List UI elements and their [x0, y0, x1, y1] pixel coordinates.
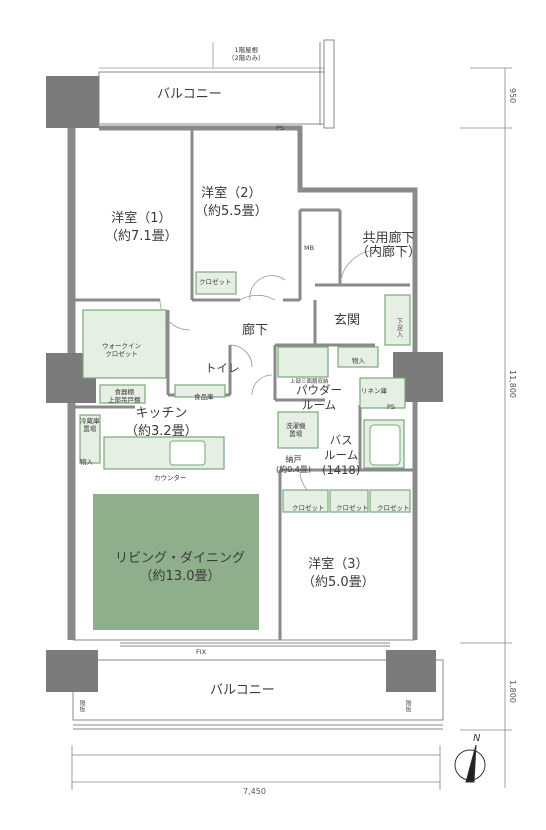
powder-line1: パウダー	[296, 383, 342, 397]
living-label: リビング・ダイニング （約13.0畳）	[115, 550, 245, 586]
storage-k-label: 物入	[80, 458, 93, 466]
pillar-bottom-right	[386, 650, 436, 692]
fridge-line1: 冷蔵庫	[80, 417, 100, 425]
balcony-top-label: バルコニー	[157, 87, 222, 102]
fixtures	[79, 271, 411, 513]
entrance-label: 玄関	[334, 313, 361, 328]
linen-label: リネン庫	[361, 387, 387, 395]
fix-label: FIX	[196, 648, 207, 656]
mb-label: MB	[304, 244, 315, 252]
closet-c-label: クロゼット	[377, 504, 410, 512]
western1-size: （約7.1畳）	[105, 229, 178, 244]
western3-name: 洋室（3）	[308, 557, 369, 572]
storage-room-line1: 納戸	[285, 455, 302, 464]
north-arrow	[454, 744, 486, 783]
closet-w2-label: クロゼット	[199, 278, 232, 286]
western1-label: 洋室（1） （約7.1畳）	[105, 210, 178, 246]
kitchen-size: （約3.2畳）	[125, 424, 198, 439]
ps-top-label: PS	[276, 124, 285, 132]
dim-middle: 11,800	[508, 370, 517, 398]
western1-name: 洋室（1）	[111, 211, 172, 226]
dim-width: 7,450	[243, 787, 266, 796]
bath-line2: ルーム	[324, 448, 359, 462]
counter-label: カウンター	[154, 474, 187, 482]
bath-size: (1418)	[322, 463, 361, 477]
roof-note-line1: 1階屋根	[234, 46, 259, 54]
dimension-lines	[71, 67, 512, 790]
corridor-label: 廊下	[242, 323, 269, 338]
western2-name: 洋室（2）	[201, 186, 262, 201]
common-corridor-line2: （内廊下）	[356, 245, 422, 260]
rail-right-label: 隔板	[404, 700, 411, 712]
pillar-bottom-left	[46, 650, 98, 692]
bathtub	[369, 424, 401, 466]
food-cabinet-label: 食品庫	[194, 393, 214, 401]
balcony-top-area	[98, 42, 325, 125]
closet-a-label: クロゼット	[292, 504, 325, 512]
balcony-bottom-label: バルコニー	[210, 683, 275, 698]
western2-size: （約5.5畳）	[195, 204, 268, 219]
powder-label: パウダー ルーム	[296, 383, 342, 413]
interior-walls	[73, 128, 415, 640]
food-storage-line1: 食器棚	[114, 388, 135, 396]
food-storage-label: 食器棚 上部吊戸棚	[108, 388, 141, 404]
kitchen-label: キッチン （約3.2畳）	[125, 405, 198, 441]
balcony-bottom-area	[72, 659, 444, 730]
powder-line2: ルーム	[301, 398, 337, 412]
living-floor	[93, 494, 259, 630]
roof-note: 1階屋根 （2階のみ）	[228, 46, 265, 62]
fridge-label: 冷蔵庫 置場	[80, 417, 100, 433]
bath-line1: バス	[329, 433, 353, 447]
north-label: N	[473, 733, 481, 744]
bottom-window	[73, 639, 415, 647]
laundry-label: 洗濯機 置場	[286, 422, 306, 438]
sink	[169, 440, 206, 466]
bath-label: バス ルーム (1418)	[322, 433, 360, 478]
storage-room-line2: (約0.4畳)	[276, 465, 311, 474]
western2-label: 洋室（2） （約5.5畳）	[195, 185, 268, 221]
common-corridor-label: 共用廊下 （内廊下）	[356, 230, 421, 262]
upper-cabinet-label: 上部三面鏡収納	[290, 379, 329, 385]
rail-left-label: 隔板	[78, 700, 85, 712]
storage-room-label: 納戸 (約0.4畳)	[276, 455, 311, 475]
storage-entry-label: 物入	[352, 357, 365, 365]
ps-mid-label: PS	[387, 403, 396, 411]
walkin-line1: ウォークイン	[102, 342, 141, 350]
living-size: （約13.0畳）	[139, 569, 221, 584]
kitchen-name: キッチン	[135, 406, 188, 421]
western3-size: （約5.0畳）	[302, 575, 375, 590]
walkin-label: ウォークイン クロゼット	[102, 342, 141, 358]
dim-bottom: 1,800	[508, 680, 517, 703]
pillar-top-left	[46, 76, 99, 128]
roof-note-line2: （2階のみ）	[228, 54, 265, 62]
food-storage-line2: 上部吊戸棚	[108, 396, 141, 404]
fridge-line2: 置場	[83, 425, 97, 433]
laundry-line1: 洗濯機	[286, 422, 306, 430]
pillar-top-right	[323, 39, 335, 129]
closet-b-label: クロゼット	[336, 504, 369, 512]
shoe-label: 下足入	[395, 318, 403, 338]
living-name: リビング・ダイニング	[115, 551, 246, 566]
walkin-line2: クロゼット	[105, 350, 138, 358]
laundry-line2: 置場	[289, 430, 303, 438]
dim-top: 950	[508, 88, 517, 104]
roof-edge	[99, 42, 326, 69]
western3-label: 洋室（3） （約5.0畳）	[302, 556, 375, 592]
common-corridor-line1: 共用廊下	[362, 231, 415, 246]
toilet-label: トイレ	[205, 361, 240, 375]
